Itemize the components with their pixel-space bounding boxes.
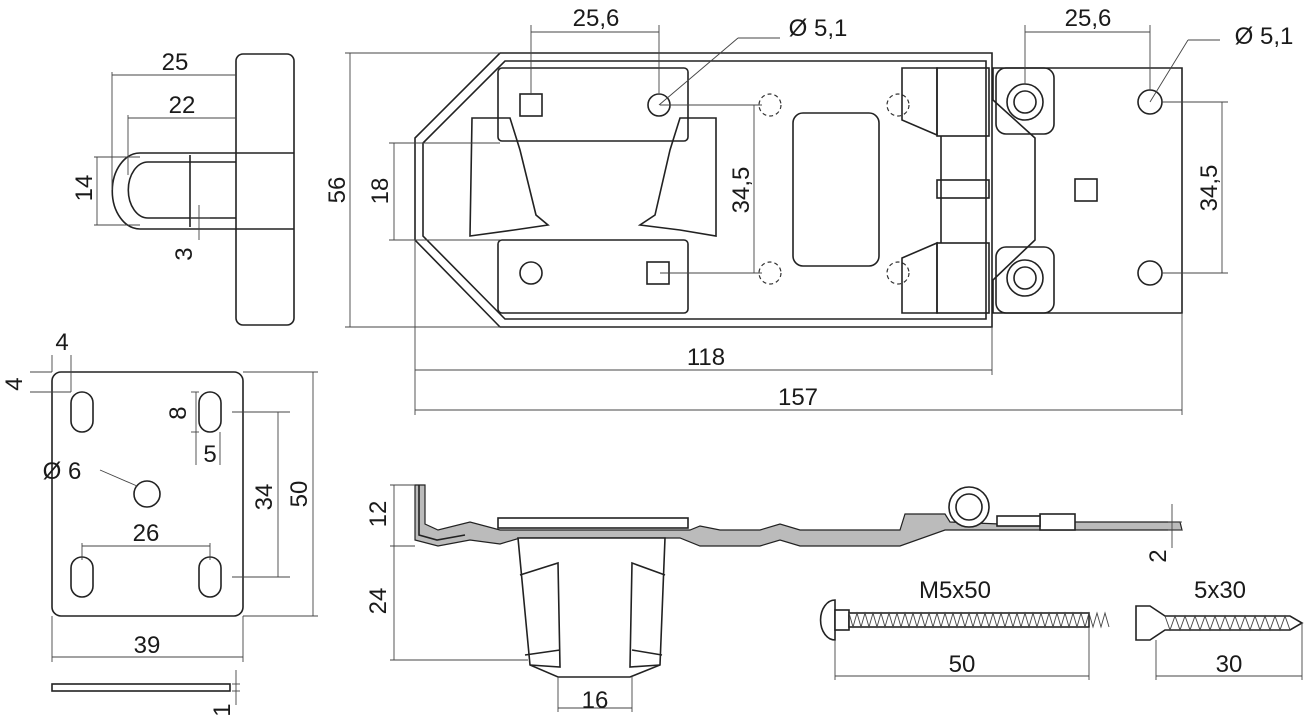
staple-height-label: 14	[71, 175, 98, 202]
hasp-hole-spacing-right-label: 25,6	[1065, 5, 1112, 32]
total-length-label: 157	[778, 384, 818, 411]
staple-plate-view: 4 4 8 5 Ø 6 34 50 26 39	[1, 329, 318, 662]
plate-height-12-label: 12	[365, 501, 392, 528]
hasp-height-label: 56	[324, 177, 351, 204]
hasp-side-view: 12 24 2 16	[365, 484, 1183, 714]
hasp-length-label: 118	[687, 344, 725, 371]
hasp-hole-diameter-right-label: Ø 5,1	[1235, 23, 1294, 50]
staple-side-view: 25 22 14 3	[71, 49, 295, 326]
plate-thickness-label: 1	[209, 703, 236, 716]
slot-length-label: 8	[165, 406, 192, 419]
plate-height-label: 50	[286, 481, 313, 508]
hasp-top-view: 25,6 Ø 5,1 25,6 Ø 5,1 56 18 34,5 34,5 11…	[324, 5, 1293, 415]
slot-offset-y-label: 4	[1, 377, 28, 390]
staple-width-16-label: 16	[582, 687, 609, 714]
hasp-hole-spacing-left-label: 25,6	[573, 5, 620, 32]
plate-hole-spacing-y-label: 34	[251, 484, 278, 511]
staple-plate-edge-view: 1	[51, 670, 240, 717]
wood-screw-label: 5x30	[1194, 577, 1246, 604]
hasp-slot-height-label: 18	[367, 178, 394, 205]
hasp-vertical-spacing-right-label: 34,5	[1196, 165, 1223, 212]
wood-screw-length-label: 30	[1216, 651, 1243, 678]
carriage-bolt-length-label: 50	[949, 651, 976, 678]
plate-hole-spacing-x-label: 26	[133, 520, 160, 547]
staple-depth-label: 24	[365, 588, 392, 615]
carriage-bolt-label: M5x50	[919, 577, 991, 604]
staple-width-outer-label: 25	[162, 49, 189, 76]
staple-width-inner-label: 22	[169, 92, 196, 119]
plate-width-label: 39	[134, 632, 161, 659]
staple-thickness-label: 3	[171, 247, 198, 260]
slot-width-label: 5	[203, 441, 216, 468]
hasp-vertical-spacing-left-label: 34,5	[728, 167, 755, 214]
hasp-hole-diameter-left-label: Ø 5,1	[789, 15, 848, 42]
wood-screw: 5x30 30	[1135, 577, 1304, 680]
slot-offset-x-label: 4	[55, 329, 68, 356]
hasp-thickness-label: 2	[1145, 549, 1172, 562]
carriage-bolt: M5x50 50	[819, 577, 1110, 680]
center-hole-label: Ø 6	[43, 458, 82, 485]
